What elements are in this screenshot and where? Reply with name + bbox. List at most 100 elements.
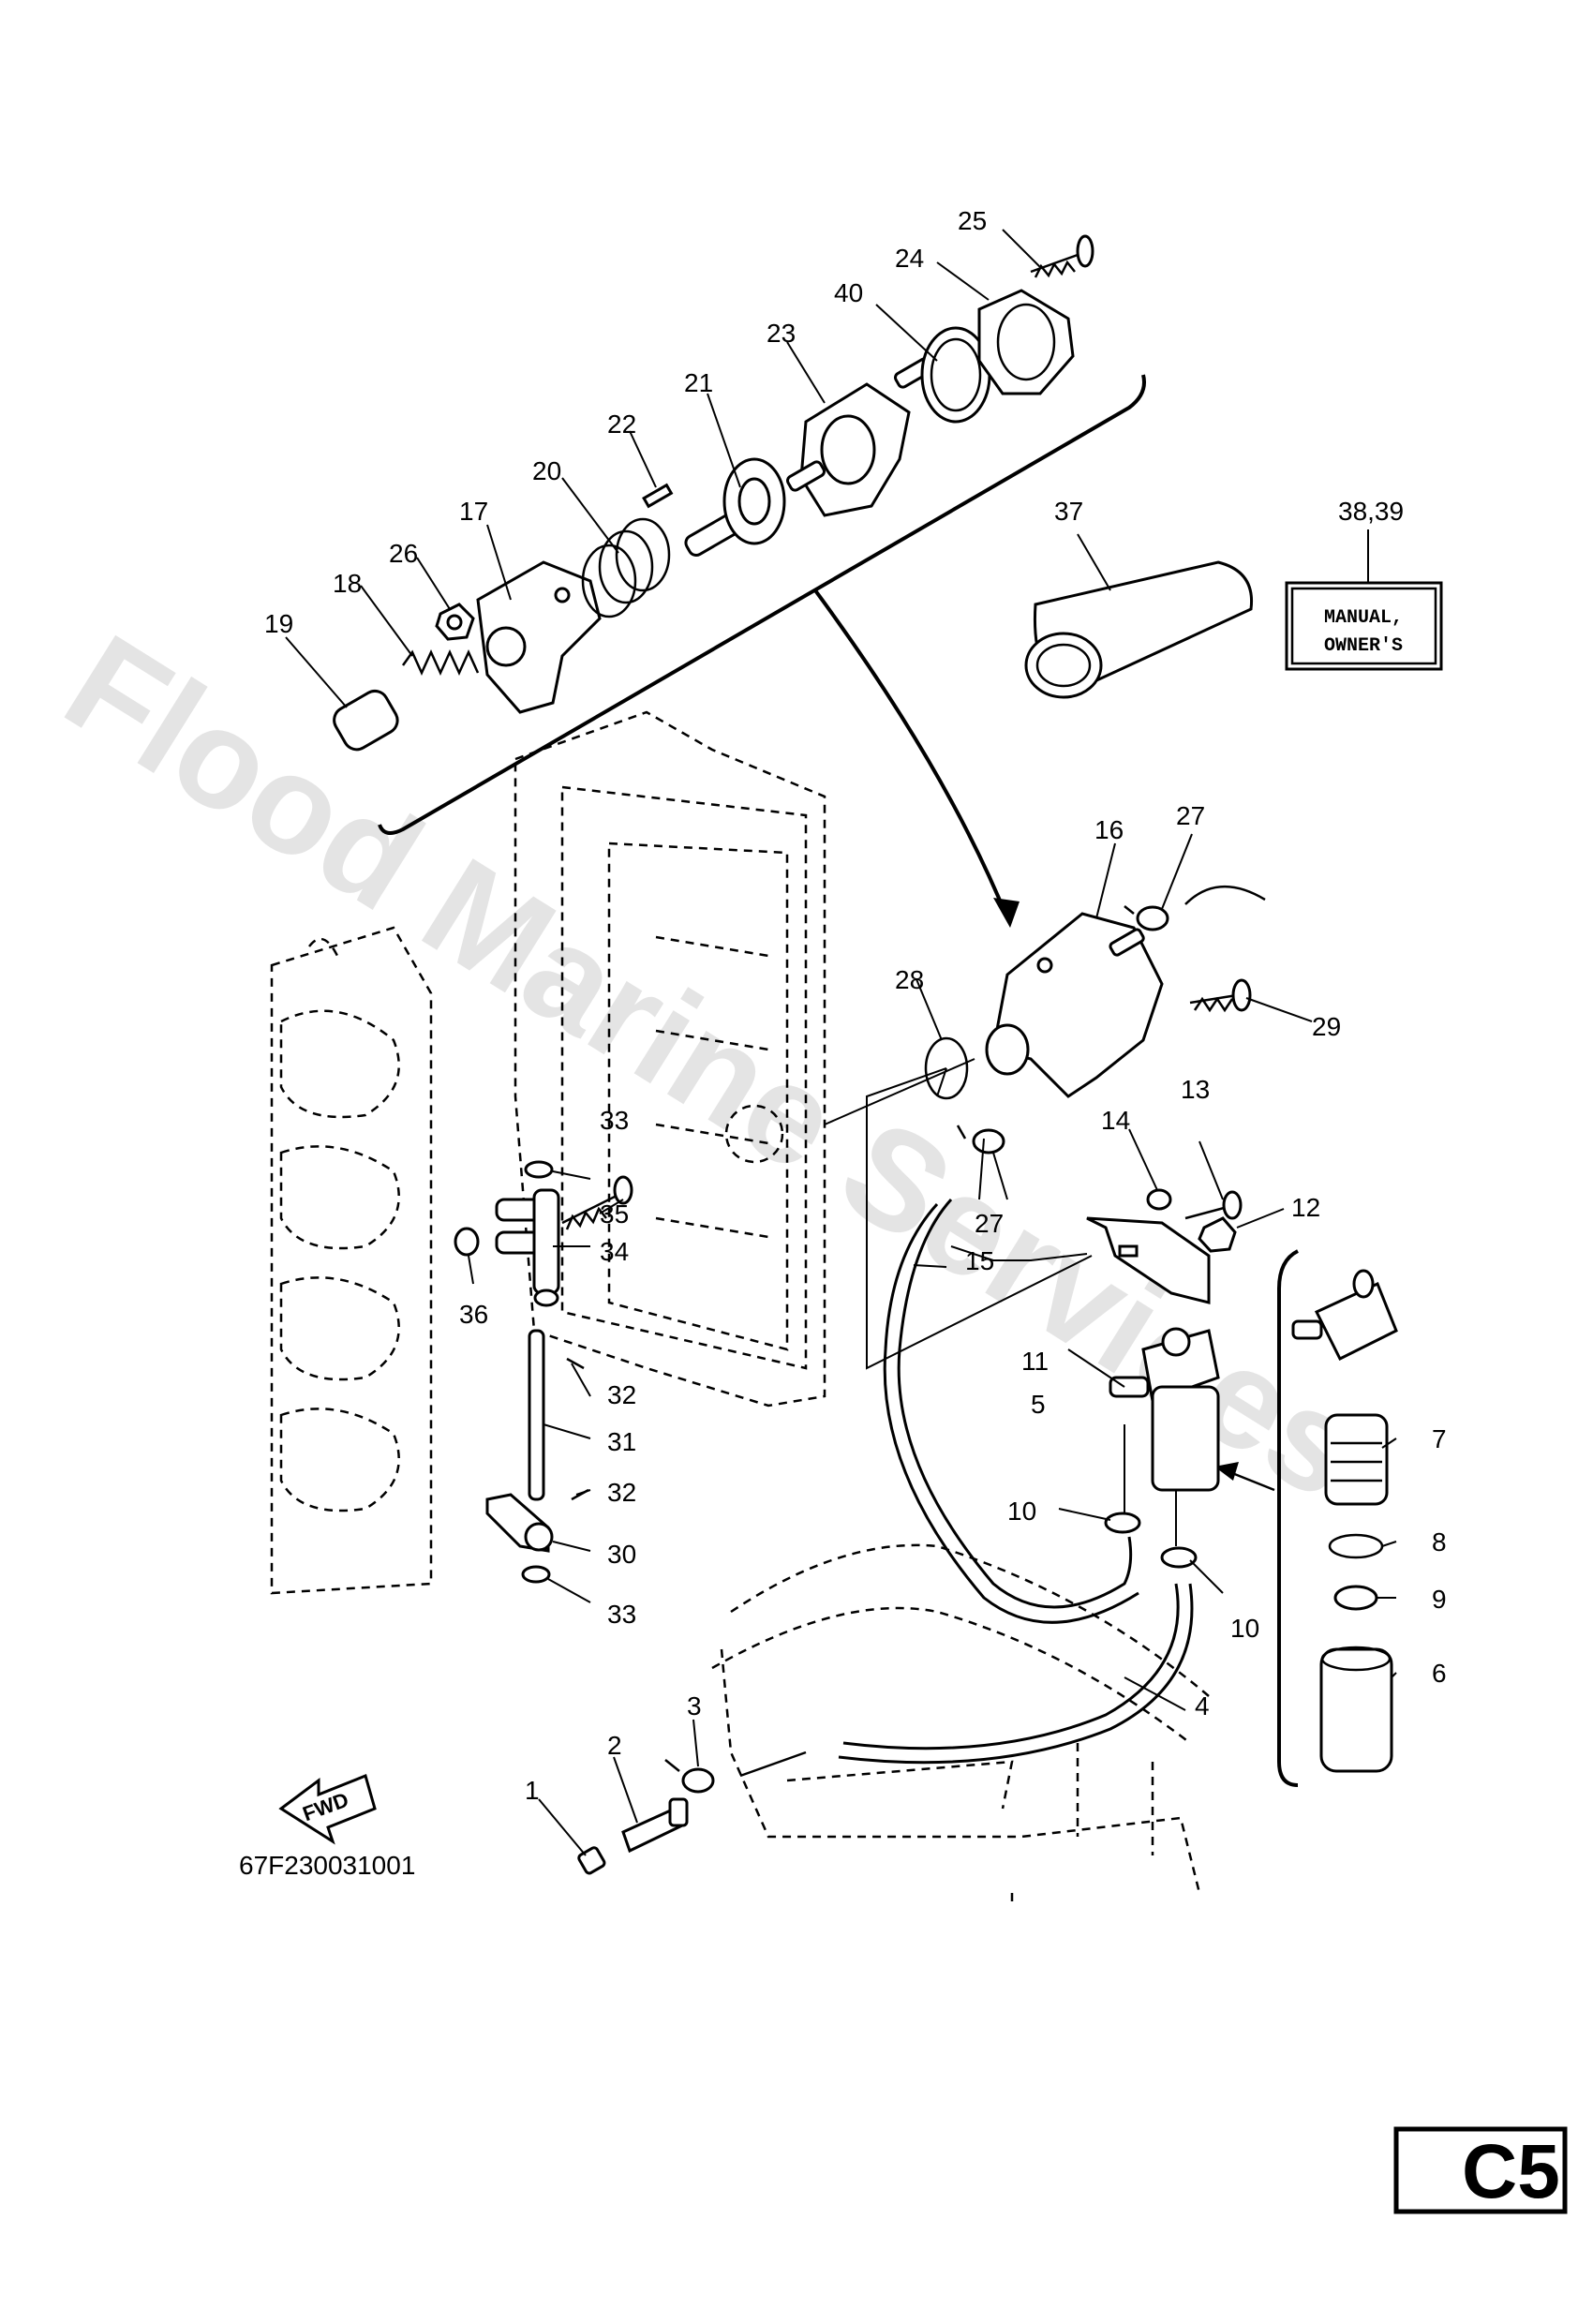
callout-13: 13: [1181, 1075, 1210, 1104]
callout-18: 18: [333, 569, 362, 598]
part-27-clip-bottom: [956, 1125, 1005, 1155]
exploded-view-arrow: [813, 588, 1009, 919]
part-20-spring: [581, 517, 671, 618]
fwd-arrow: FWD: [278, 1773, 377, 1845]
part-10-clip-left: [1104, 1512, 1141, 1534]
callout-5: 5: [1031, 1390, 1046, 1419]
filter-bracket: [1277, 1249, 1299, 1787]
part-22-pin: [642, 483, 674, 509]
part-32-clip-top: [566, 1357, 585, 1370]
page-code-box: C5: [1393, 2126, 1568, 2214]
part-4-hose: [842, 1583, 1180, 1750]
part-5-fuel-filter: [1109, 1327, 1220, 1492]
lower-cowling-outline: [711, 1543, 1210, 1902]
callout-8: 8: [1432, 1527, 1447, 1557]
part-15-hose: [897, 1198, 1133, 1609]
callout-22: 22: [607, 410, 636, 439]
leader-lines: [285, 229, 1397, 1856]
part-40-gasket: [920, 326, 991, 424]
part-36-plug: [454, 1227, 480, 1257]
part-7-filter-element: [1324, 1413, 1389, 1506]
part-31-hose: [528, 1329, 545, 1501]
callout-31: 31: [607, 1427, 636, 1456]
callouts: 1 2 3 4 5 6 7 8 9 10 10 11 12 13 14 15 1…: [264, 206, 1447, 1805]
exploded-view-arrowhead: [993, 898, 1020, 928]
part-27-clip-top: [1124, 905, 1169, 931]
drawing-code: 67F230031001: [239, 1851, 415, 1880]
callout-20: 20: [532, 456, 561, 485]
part-17-pump-body: [476, 560, 602, 714]
part-21-diaphragm: [684, 457, 786, 557]
intake-manifold-outline: [270, 926, 433, 1595]
callout-10-left: 10: [1007, 1497, 1036, 1526]
filter-arrowhead: [1214, 1462, 1239, 1481]
part-11-bracket: [1086, 1216, 1211, 1304]
callout-33-bottom: 33: [607, 1600, 636, 1629]
part-33-washer-bottom: [521, 1565, 551, 1584]
callout-19: 19: [264, 609, 293, 638]
fuel-hose-top: [1184, 885, 1266, 905]
callout-30: 30: [607, 1540, 636, 1569]
part-2-joint: [621, 1797, 689, 1854]
callout-17: 17: [459, 497, 488, 526]
callout-28: 28: [895, 965, 924, 994]
part-34-joint: [495, 1188, 560, 1307]
filter-cap-assembly: [1291, 1269, 1398, 1362]
callout-38-39: 38,39: [1338, 497, 1404, 526]
callout-23: 23: [767, 319, 796, 348]
callout-32-top: 32: [607, 1380, 636, 1409]
owners-manual-label: MANUAL, OWNER'S: [1285, 581, 1443, 671]
part-26-nut: [435, 603, 475, 641]
callout-36: 36: [459, 1300, 488, 1329]
callout-12: 12: [1291, 1193, 1320, 1222]
part-30-bracket: [485, 1493, 554, 1553]
part-28-o-ring: [924, 1036, 969, 1100]
callout-16: 16: [1094, 815, 1124, 844]
part-12-nut: [1198, 1216, 1237, 1253]
callout-4: 4: [1195, 1691, 1210, 1721]
callout-34: 34: [600, 1237, 629, 1266]
callout-11: 11: [1021, 1347, 1049, 1376]
part-6-filter-cup: [1319, 1646, 1393, 1773]
callout-21: 21: [684, 368, 713, 397]
callout-9: 9: [1432, 1585, 1447, 1614]
callout-24: 24: [895, 244, 924, 273]
callout-27-top: 27: [1176, 801, 1205, 830]
part-8-o-ring: [1328, 1533, 1384, 1559]
callout-3: 3: [687, 1691, 702, 1721]
callout-2: 2: [607, 1731, 622, 1760]
part-25-screw: [1030, 234, 1094, 278]
callout-14: 14: [1101, 1106, 1130, 1135]
callout-27-bottom: 27: [975, 1209, 1004, 1238]
callout-10-right: 10: [1230, 1614, 1259, 1643]
callout-40: 40: [834, 278, 863, 307]
callout-15: 15: [965, 1246, 994, 1275]
part-10-clip-right: [1160, 1546, 1198, 1569]
callout-1: 1: [525, 1776, 540, 1805]
part-24-cap: [977, 289, 1075, 395]
callout-32-bottom: 32: [607, 1478, 636, 1507]
hose-segment: [739, 1750, 807, 1778]
part-18-spring: [401, 648, 480, 677]
part-29-bolt: [1189, 978, 1252, 1013]
callout-6: 6: [1432, 1659, 1447, 1688]
svg-text:MANUAL,: MANUAL,: [1324, 607, 1403, 629]
part-3-clip: [664, 1759, 715, 1794]
callout-26: 26: [389, 539, 418, 568]
part-37-sleeve: [1024, 560, 1254, 699]
part-35-bolt: [561, 1175, 633, 1230]
callout-29: 29: [1312, 1012, 1341, 1041]
part-33-washer-top: [524, 1160, 554, 1179]
filter-arrow: [1227, 1469, 1275, 1492]
part-14-washer: [1146, 1188, 1172, 1211]
callout-25: 25: [958, 206, 987, 235]
part-23-pump-cover: [786, 357, 933, 517]
part-19-sleeve: [333, 689, 399, 752]
exploded-view-bracket: [378, 374, 1146, 835]
svg-text:OWNER'S: OWNER'S: [1324, 635, 1403, 657]
callout-37: 37: [1054, 497, 1083, 526]
part-9-float: [1333, 1585, 1378, 1611]
callout-33-top: 33: [600, 1106, 629, 1135]
part-16-fuel-pump: [985, 912, 1164, 1098]
